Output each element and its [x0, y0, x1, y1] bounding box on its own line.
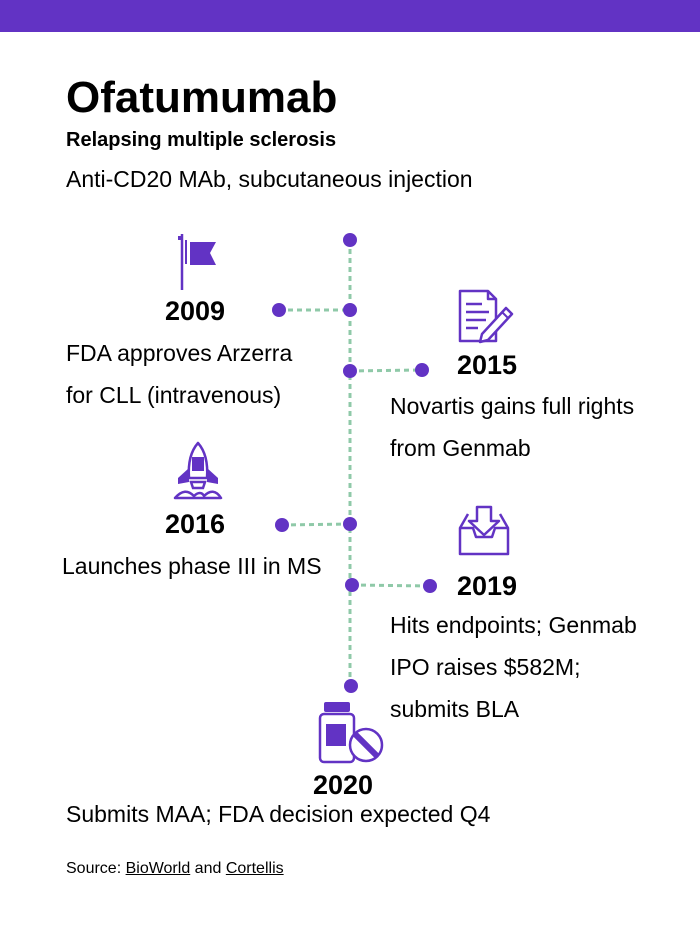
event-2019-line-3: submits BLA	[390, 696, 520, 722]
timeline-dot-2016-spine	[343, 517, 357, 531]
timeline-dot-2019-end	[423, 579, 437, 593]
event-2019-line-1: Hits endpoints; Genmab	[390, 612, 637, 638]
source-conjunction: and	[194, 860, 222, 877]
timeline-dot-2015-end	[415, 363, 429, 377]
event-2009-line-2: for CLL (intravenous)	[66, 382, 282, 408]
event-2020-description: Submits MAA; FDA decision expected Q4	[66, 793, 490, 835]
timeline-dot-start	[343, 233, 357, 247]
flag-icon	[178, 234, 216, 290]
cortellis-link[interactable]: Cortellis	[225, 860, 284, 877]
page-title: Ofatumumab	[66, 73, 338, 122]
timeline-dot-2015-spine	[343, 364, 357, 378]
medicine-bottle-pill-icon	[318, 702, 384, 764]
event-2015-line-1: Novartis gains full rights	[390, 393, 635, 419]
year-2016: 2016	[164, 509, 226, 539]
timeline-dot-2009-end	[272, 303, 286, 317]
event-2019-line-2: IPO raises $582M;	[390, 654, 581, 680]
timeline-dot-2019-spine	[345, 578, 359, 592]
connector-2019	[351, 583, 431, 588]
event-2015-description: Novartis gains full rights from Genmab	[390, 385, 634, 469]
rocket-icon	[173, 441, 223, 500]
inbox-download-icon	[458, 505, 510, 556]
page-subtitle: Relapsing multiple sclerosis	[66, 129, 337, 151]
timeline-dot-2016-end	[275, 518, 289, 532]
source-footer: Source: BioWorld and Cortellis	[66, 858, 284, 880]
timeline-dot-2020-spine	[344, 679, 358, 693]
year-2009: 2009	[164, 296, 226, 326]
connector-2015	[349, 368, 423, 373]
drug-description: Anti-CD20 MAb, subcutaneous injection	[66, 166, 473, 192]
event-2019-description: Hits endpoints; Genmab IPO raises $582M;…	[390, 604, 637, 730]
year-2020: 2020	[312, 770, 374, 800]
document-pen-icon	[458, 289, 514, 344]
event-2016-line-1: Launches phase III in MS	[62, 553, 322, 579]
event-2009-description: FDA approves Arzerra for CLL (intravenou…	[66, 332, 292, 416]
top-accent-bar	[0, 0, 700, 32]
source-prefix: Source:	[66, 860, 122, 877]
timeline-dot-2009-spine	[343, 303, 357, 317]
event-2009-line-1: FDA approves Arzerra	[66, 340, 293, 366]
event-2020-line-1: Submits MAA; FDA decision expected Q4	[66, 801, 491, 827]
event-2016-description: Launches phase III in MS	[62, 545, 322, 587]
year-2015: 2015	[456, 350, 518, 380]
event-2015-line-2: from Genmab	[390, 435, 531, 461]
bioworld-link[interactable]: BioWorld	[125, 860, 191, 877]
year-2019: 2019	[456, 571, 518, 601]
connector-2016	[281, 522, 351, 527]
